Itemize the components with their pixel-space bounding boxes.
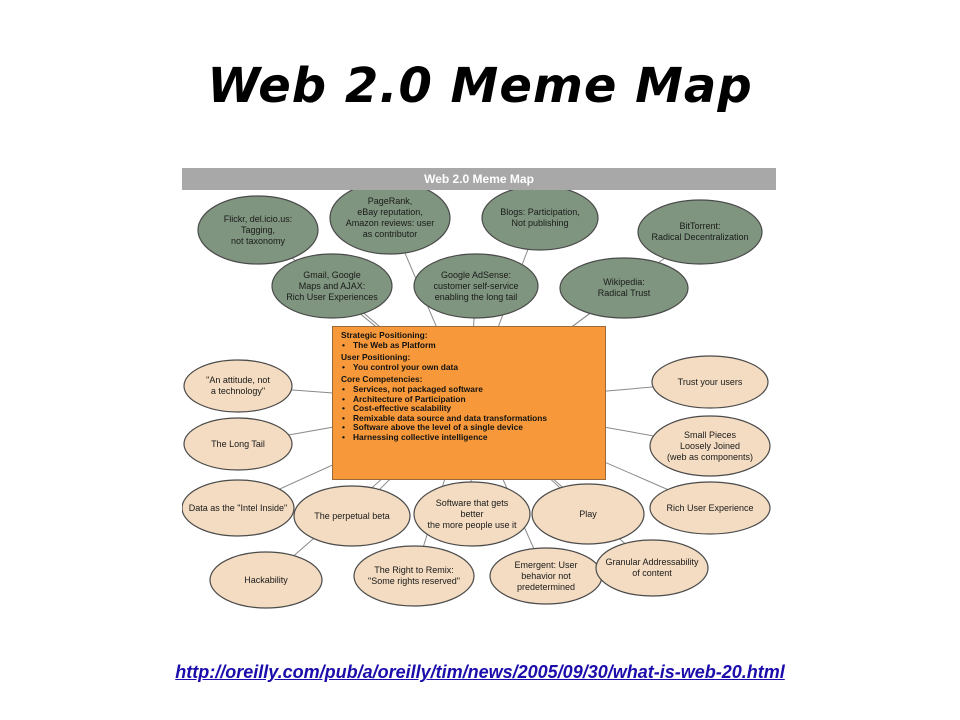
green-node-shape: [559, 257, 689, 319]
user-positioning-list: You control your own data: [341, 362, 597, 373]
center-item: Services, not packaged software: [341, 384, 597, 395]
green-node-shape: [271, 253, 393, 319]
center-item: Cost-effective scalability: [341, 404, 597, 414]
tan-node-shape: [182, 479, 295, 537]
tan-node-shape: [209, 551, 323, 609]
tan-node-shape: [649, 415, 771, 477]
tan-node-shape: [649, 481, 771, 535]
core-competencies-heading: Core Competencies:: [341, 374, 423, 385]
core-competencies-list: Services, not packaged software Architec…: [341, 384, 597, 443]
green-node-shape: [197, 195, 319, 265]
tan-node-shape: [413, 481, 531, 547]
tan-node-shape: [293, 485, 411, 547]
center-item: Architecture of Participation: [341, 394, 597, 405]
center-item: Remixable data source and data transform…: [341, 413, 597, 424]
tan-node-shape: [353, 545, 475, 607]
center-item: You control your own data: [341, 362, 597, 373]
center-item: The Web as Platform: [341, 340, 597, 351]
tan-node-shape: [531, 483, 645, 545]
tan-node-shape: [183, 359, 293, 413]
user-positioning-heading: User Positioning:: [341, 352, 411, 363]
green-node-shape: [481, 185, 599, 251]
meme-map-diagram: Web 2.0 Meme Map Flickr, del.icio.us:Tag…: [182, 168, 776, 612]
meme-map-shapes: [182, 181, 771, 609]
green-node-shape: [637, 199, 763, 265]
map-header: Web 2.0 Meme Map: [182, 168, 776, 190]
slide-title: Web 2.0 Meme Map: [207, 58, 753, 114]
source-link[interactable]: http://oreilly.com/pub/a/oreilly/tim/new…: [175, 662, 785, 682]
green-node-shape: [413, 253, 539, 319]
tan-node-shape: [595, 539, 709, 597]
tan-node-shape: [183, 417, 293, 471]
center-item: Harnessing collective intelligence: [341, 432, 597, 443]
tan-node-shape: [651, 355, 769, 409]
center-item: Software above the level of a single dev…: [341, 423, 597, 433]
green-node-shape: [329, 181, 451, 255]
strategic-positioning-heading: Strategic Positioning:: [341, 330, 428, 340]
strategic-positioning-list: The Web as Platform: [341, 340, 597, 351]
core-competencies-box: Strategic Positioning: The Web as Platfo…: [332, 326, 606, 480]
tan-node-shape: [489, 547, 603, 605]
